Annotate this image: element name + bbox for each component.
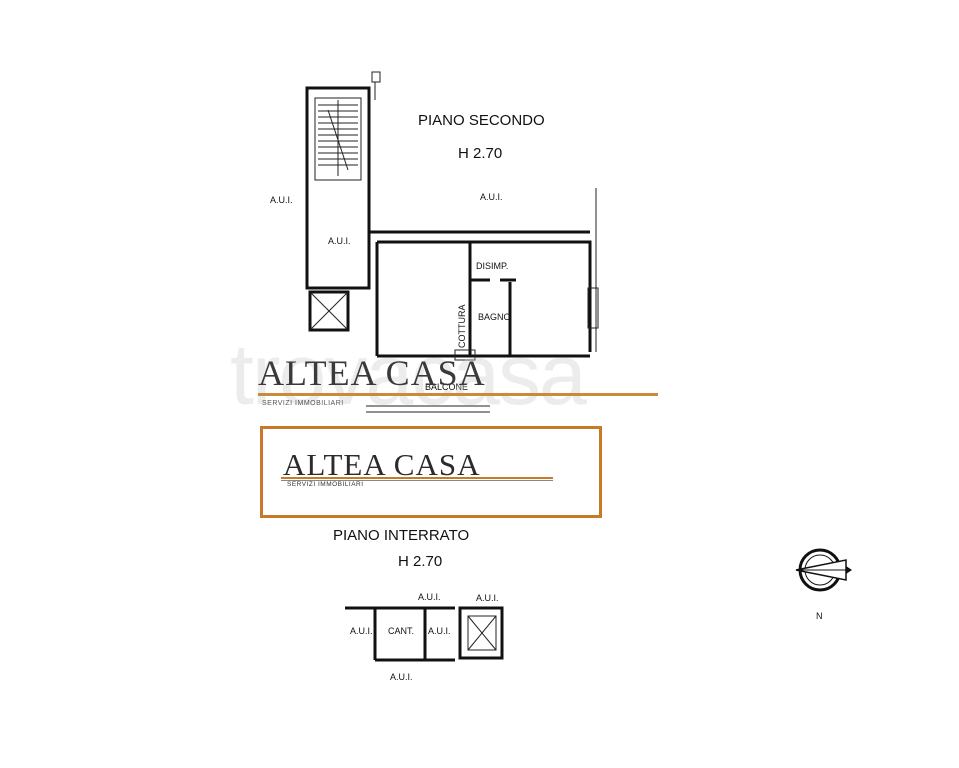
- upper-floor-height: H 2.70: [458, 145, 502, 162]
- aui-label: A.U.I.: [480, 192, 503, 202]
- watermark-ghost: trovacasa: [230, 327, 587, 423]
- bagno-label: BAGNO: [478, 312, 511, 322]
- cant-label: CANT.: [388, 626, 414, 636]
- cottura-label: COTTURA: [457, 305, 467, 349]
- stair-tower: [305, 71, 381, 332]
- aui-label: A.U.I.: [418, 592, 441, 602]
- agency-logo: ALTEA CASA SERVIZI IMMOBILIARI: [260, 426, 602, 518]
- aui-label: A.U.I.: [428, 626, 451, 636]
- balcone-label: BALCONE: [425, 382, 468, 392]
- aui-label: A.U.I.: [328, 236, 351, 246]
- aui-label: A.U.I.: [350, 626, 373, 636]
- north-arrow-icon: [795, 548, 852, 592]
- aui-label: A.U.I.: [270, 195, 293, 205]
- watermark-rule: [258, 393, 658, 396]
- lower-floor-title: PIANO INTERRATO: [333, 527, 469, 544]
- upper-floor-title: PIANO SECONDO: [418, 112, 545, 129]
- watermark-tagline: SERVIZI IMMOBILIARI: [262, 400, 344, 407]
- apartment-walls: [366, 188, 599, 413]
- cellar-plan: [345, 606, 504, 662]
- logo-brand: ALTEA CASA: [283, 447, 481, 482]
- logo-tagline: SERVIZI IMMOBILIARI: [287, 481, 364, 488]
- disimp-label: DISIMP.: [476, 261, 508, 271]
- north-label: N: [816, 611, 823, 621]
- aui-label: A.U.I.: [476, 593, 499, 603]
- lower-floor-height: H 2.70: [398, 553, 442, 570]
- logo-rule-secondary: [281, 480, 553, 481]
- logo-rule: [281, 477, 553, 479]
- aui-label: A.U.I.: [390, 672, 413, 682]
- watermark-brand: ALTEA CASA: [258, 353, 486, 393]
